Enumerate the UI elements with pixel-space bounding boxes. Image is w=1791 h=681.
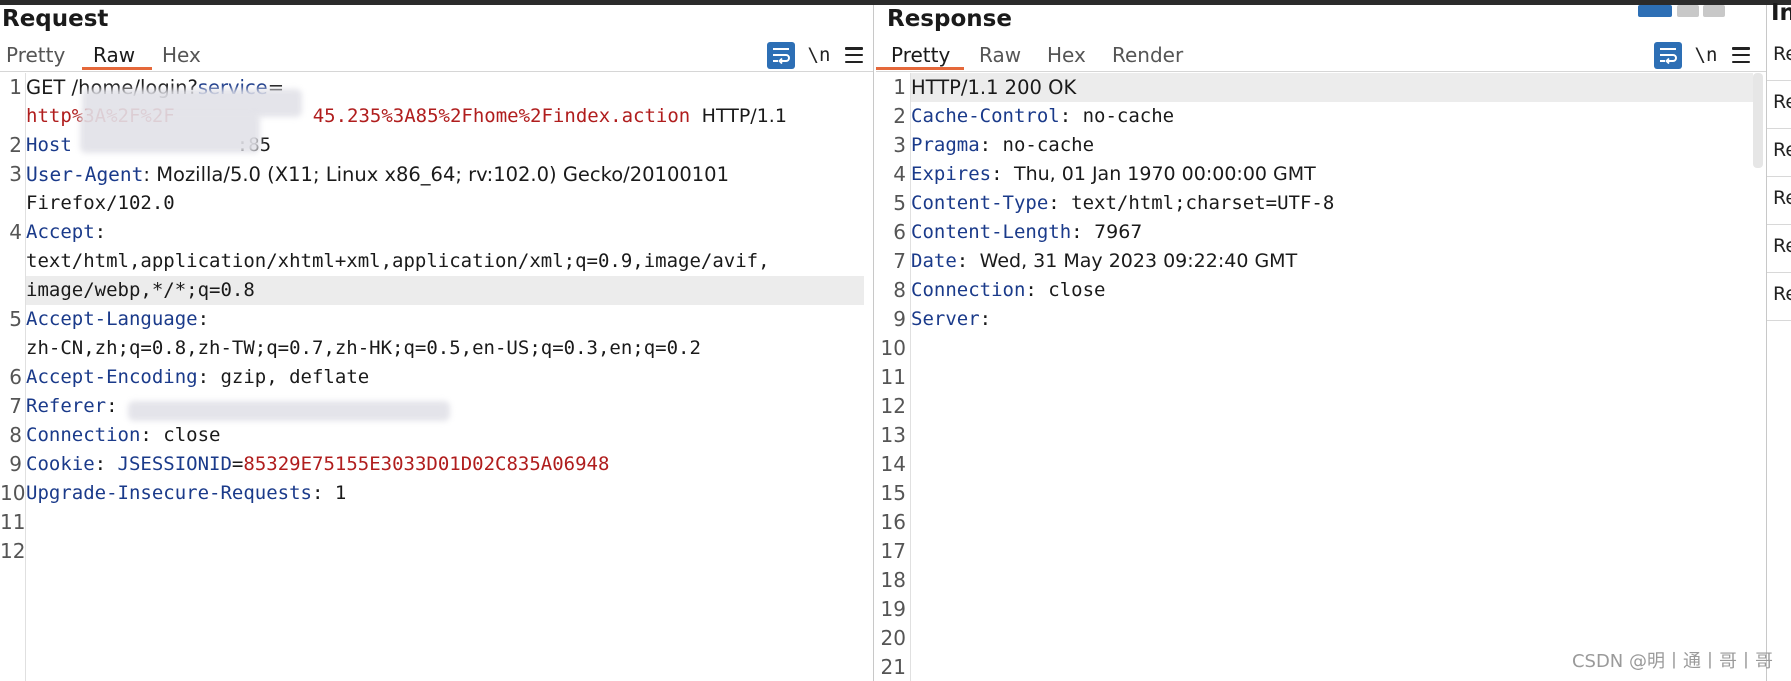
- gutter-divider: [25, 73, 26, 681]
- watermark: CSDN @明丨通丨哥丨哥: [1571, 651, 1773, 672]
- code-line: 18: [880, 568, 906, 592]
- code-line: 12: [0, 539, 26, 563]
- code-line: zh-CN,zh;q=0.8,zh-TW;q=0.7,zh-HK;q=0.5,e…: [26, 337, 701, 359]
- code-line: 16: [880, 510, 906, 534]
- code-line: 6 Accept-Encoding: gzip, deflate: [9, 365, 370, 389]
- code-line: 10: [880, 336, 906, 360]
- code-line: 14: [880, 452, 906, 476]
- inspector-item[interactable]: Re: [1773, 139, 1791, 161]
- scrollbar[interactable]: [1753, 73, 1763, 168]
- inspector-item[interactable]: Re: [1773, 43, 1791, 65]
- response-tabs: Pretty Raw Hex Render \n: [876, 37, 1766, 72]
- code-line: 15: [880, 481, 906, 505]
- menu-icon[interactable]: [843, 45, 865, 65]
- tab-render[interactable]: Render: [1112, 43, 1184, 67]
- menu-icon[interactable]: [1730, 45, 1752, 65]
- code-line: 19: [880, 597, 906, 621]
- request-tabs: Pretty Raw Hex \n: [0, 37, 873, 72]
- inspector-panel: In Re Re Re Re Re Re: [1766, 0, 1791, 681]
- code-line: 17: [880, 539, 906, 563]
- newline-toggle-icon[interactable]: \n: [1694, 44, 1718, 66]
- response-toolbar: \n: [1654, 40, 1752, 70]
- current-line-highlight: [26, 276, 864, 305]
- layout-vertical-icon[interactable]: [1703, 5, 1725, 17]
- code-line: 12: [880, 394, 906, 418]
- divider: [1767, 176, 1791, 177]
- divider: [1767, 224, 1791, 225]
- gutter-divider: [910, 73, 911, 681]
- divider: [1767, 80, 1791, 81]
- redaction-blur: [128, 401, 450, 421]
- wrap-lines-icon[interactable]: [1654, 41, 1682, 69]
- tab-pretty[interactable]: Pretty: [876, 42, 964, 70]
- code-line: 9 Cookie: JSESSIONID=85329E75155E3033D01…: [9, 452, 610, 476]
- code-line: Firefox/102.0: [26, 192, 175, 214]
- request-toolbar: \n: [767, 40, 865, 70]
- code-line: text/html,application/xhtml+xml,applicat…: [26, 250, 770, 272]
- code-line: 5 Accept-Language:: [9, 307, 210, 331]
- redaction-blur: [80, 113, 260, 153]
- layout-horizontal-icon[interactable]: [1677, 5, 1699, 17]
- code-line: 10 Upgrade-Insecure-Requests: 1: [0, 481, 347, 505]
- code-line: 13: [880, 423, 906, 447]
- inspector-item[interactable]: Re: [1773, 187, 1791, 209]
- code-line: image/webp,*/*;q=0.8: [26, 279, 255, 301]
- code-line: 21: [880, 655, 906, 679]
- request-editor[interactable]: 1 GET /home/login?service= http%3A%2F%2F…: [0, 73, 873, 681]
- inspector-title: In: [1771, 0, 1791, 26]
- inspector-item[interactable]: Re: [1773, 235, 1791, 257]
- redaction-blur: [82, 89, 302, 117]
- newline-toggle-icon[interactable]: \n: [807, 44, 831, 66]
- divider: [1767, 272, 1791, 273]
- tab-raw[interactable]: Raw: [82, 42, 152, 70]
- inspector-item[interactable]: Re: [1773, 283, 1791, 305]
- request-title: Request: [2, 6, 109, 32]
- code-line: 4 Accept:: [9, 220, 107, 244]
- code-line: 3 User-Agent: Mozilla/5.0 (X11; Linux x8…: [9, 162, 729, 186]
- request-panel: Request Pretty Raw Hex \n 1 GET /home/lo…: [0, 5, 874, 681]
- wrap-lines-icon[interactable]: [767, 41, 795, 69]
- tab-raw[interactable]: Raw: [979, 43, 1022, 67]
- tab-pretty[interactable]: Pretty: [6, 43, 66, 67]
- layout-split-icon[interactable]: [1638, 5, 1672, 17]
- divider: [1767, 128, 1791, 129]
- current-line-highlight: [911, 73, 1753, 102]
- code-line: 11: [0, 510, 26, 534]
- divider: [1767, 320, 1791, 321]
- code-line: 7 Referer:: [9, 394, 118, 418]
- code-line: 11: [880, 365, 906, 389]
- code-line: 20: [880, 626, 906, 650]
- tab-hex[interactable]: Hex: [1047, 43, 1086, 67]
- window-top-bar: [0, 0, 1791, 5]
- code-line: 8 Connection: close: [9, 423, 221, 447]
- tab-hex[interactable]: Hex: [162, 43, 201, 67]
- response-title: Response: [887, 6, 1012, 32]
- inspector-item[interactable]: Re: [1773, 91, 1791, 113]
